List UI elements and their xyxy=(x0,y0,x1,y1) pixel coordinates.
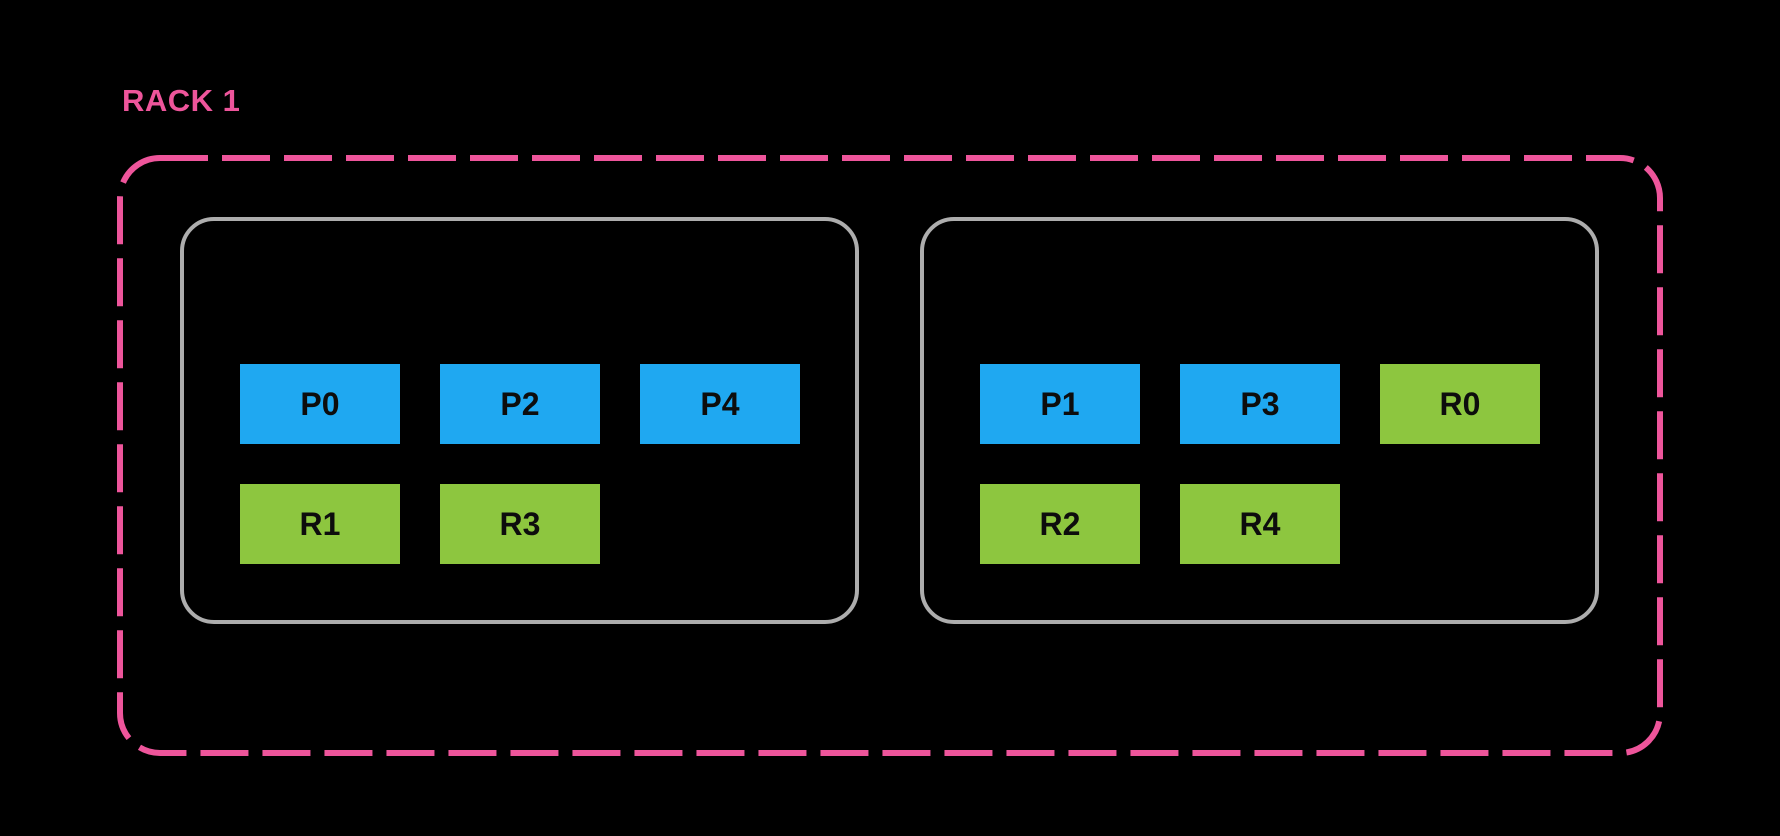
node-1: P0 P2 P4 R1 R3 xyxy=(180,217,859,624)
shard-p1: P1 xyxy=(980,364,1140,444)
shard-p3: P3 xyxy=(1180,364,1340,444)
shard-p4: P4 xyxy=(640,364,800,444)
shard-p2-label: P2 xyxy=(500,385,540,422)
shard-r1: R1 xyxy=(240,484,400,564)
shard-p4-label: P4 xyxy=(700,385,740,422)
shard-r3-label: R3 xyxy=(499,505,541,542)
shard-r3: R3 xyxy=(440,484,600,564)
shard-p3-label: P3 xyxy=(1240,385,1280,422)
shard-p1-label: P1 xyxy=(1040,385,1080,422)
rack-dashed-rect xyxy=(117,155,1663,756)
shard-r1-label: R1 xyxy=(299,505,341,542)
shard-p2: P2 xyxy=(440,364,600,444)
shard-p0-label: P0 xyxy=(300,385,340,422)
shard-r2: R2 xyxy=(980,484,1140,564)
shard-p0: P0 xyxy=(240,364,400,444)
rack-dashed-boundary xyxy=(117,155,1663,756)
shard-r4-label: R4 xyxy=(1239,505,1281,542)
shard-r4: R4 xyxy=(1180,484,1340,564)
shard-r2-label: R2 xyxy=(1039,505,1081,542)
rack-title: RACK 1 xyxy=(122,83,241,118)
shard-r0: R0 xyxy=(1380,364,1540,444)
node-2: P1 P3 R0 R2 R4 xyxy=(920,217,1599,624)
shard-r0-label: R0 xyxy=(1439,385,1481,422)
